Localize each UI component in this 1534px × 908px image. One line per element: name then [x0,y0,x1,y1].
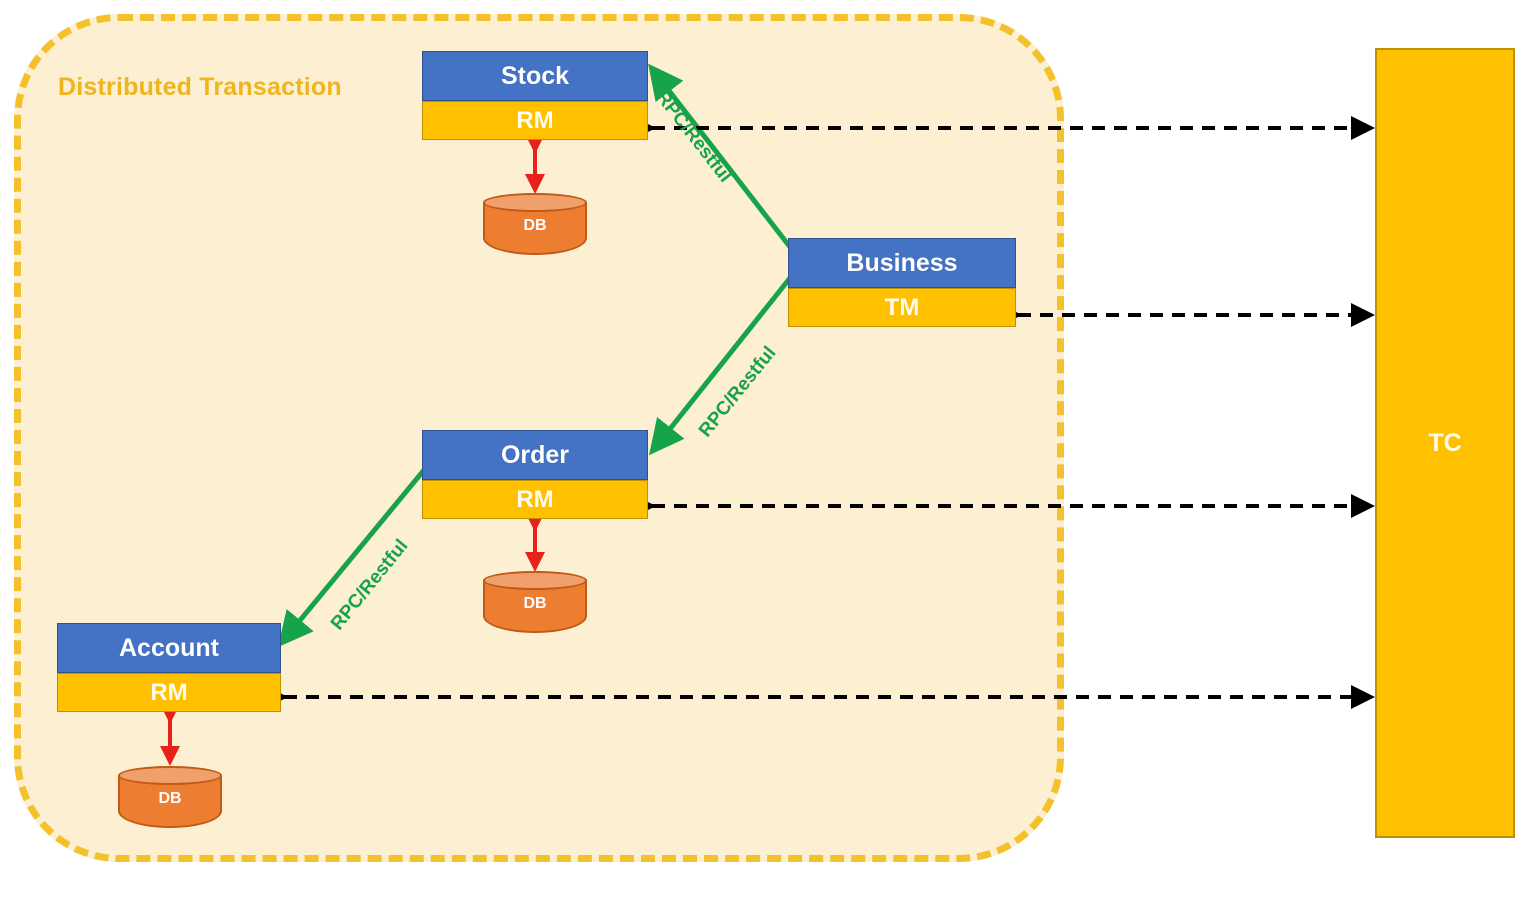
database-order-top [483,571,587,590]
service-stock-name: Stock [422,51,648,101]
service-business-name: Business [788,238,1016,288]
service-order-name: Order [422,430,648,480]
boundary-title: Distributed Transaction [58,73,342,101]
transaction-coordinator-label: TC [1428,428,1462,457]
transaction-coordinator-panel[interactable]: TC [1375,48,1515,838]
database-account-label: DB [158,790,182,807]
database-order-label: DB [523,595,547,612]
database-stock[interactable]: DB [483,193,587,255]
service-account-role: RM [57,673,281,712]
database-order[interactable]: DB [483,571,587,633]
database-account[interactable]: DB [118,766,222,828]
service-business-role: TM [788,288,1016,327]
service-order[interactable]: Order RM [422,430,648,519]
service-business[interactable]: Business TM [788,238,1016,327]
service-order-role: RM [422,480,648,519]
service-stock-role: RM [422,101,648,140]
service-stock[interactable]: Stock RM [422,51,648,140]
database-stock-label: DB [523,217,547,234]
service-account[interactable]: Account RM [57,623,281,712]
database-stock-top [483,193,587,212]
database-account-top [118,766,222,785]
service-account-name: Account [57,623,281,673]
